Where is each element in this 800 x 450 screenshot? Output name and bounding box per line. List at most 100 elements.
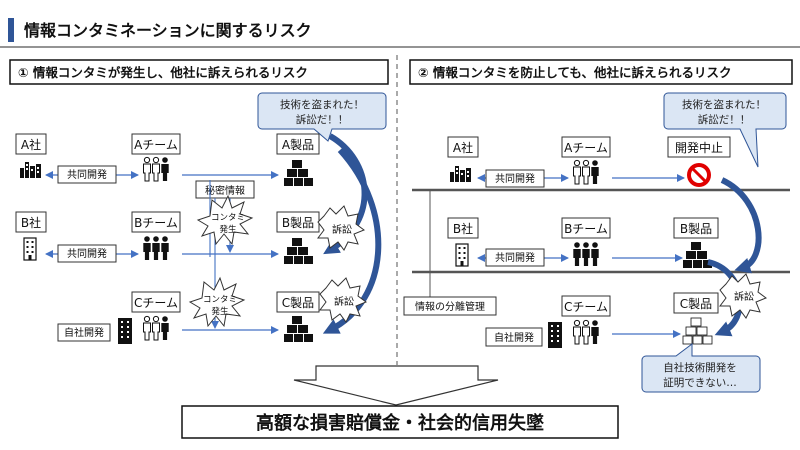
team-b-box xyxy=(131,211,181,233)
lawsuit-arrow xyxy=(720,177,762,274)
building-icon xyxy=(455,243,469,267)
person-icon xyxy=(591,242,599,266)
factory-icon xyxy=(450,166,471,182)
page-title: 情報コンタミネーションに関するリスク xyxy=(24,21,312,40)
left-panel-header-box xyxy=(9,59,389,85)
company-b-label: B社 xyxy=(21,215,41,230)
left-panel-header: ① 情報コンタミが発生し、他社に訴えられるリスク xyxy=(18,65,308,80)
secret-info-label: 秘密情報 xyxy=(205,184,245,197)
relation-c-box xyxy=(57,323,111,342)
product-c-label: C製品 xyxy=(680,297,712,311)
product-b-box xyxy=(673,217,719,239)
person-icon xyxy=(161,236,169,260)
bottom-callout-line2: 証明できない… xyxy=(663,376,737,389)
company-a-box xyxy=(15,133,47,155)
left-panel: ① 情報コンタミが発生し、他社に訴えられるリスク 技術を盗まれた！ 訴訟だ！！ … xyxy=(9,59,389,344)
factory-icon xyxy=(20,162,41,178)
relation-b-label: 共同開発 xyxy=(67,247,107,260)
lawsuit-label: 訴訟 xyxy=(334,295,354,308)
company-b-box xyxy=(15,211,47,233)
person-icon xyxy=(152,236,160,260)
lawsuit-arrow xyxy=(322,147,382,334)
company-b-box xyxy=(447,217,479,239)
company-a-label: A社 xyxy=(453,140,473,155)
building-icon xyxy=(23,237,37,261)
company-b-label: B社 xyxy=(453,221,473,236)
burst-line1: コンタミ xyxy=(211,213,245,223)
result-box xyxy=(181,405,619,439)
person-outline-icon xyxy=(582,159,590,185)
team-c-label: Cチーム xyxy=(564,300,608,314)
team-c-label: Cチーム xyxy=(134,296,178,310)
stop-icon xyxy=(687,163,711,187)
relation-c-box xyxy=(485,327,543,347)
lawsuit-label: 訴訟 xyxy=(332,223,352,236)
relation-a-box xyxy=(57,165,117,184)
result-label: 高額な損害賠償金・社会的信用失墜 xyxy=(256,412,545,434)
product-b-label: B製品 xyxy=(282,216,314,230)
person-icon xyxy=(161,316,169,340)
burst-line1: コンタミ xyxy=(203,295,237,305)
person-icon xyxy=(591,320,599,344)
person-icon xyxy=(143,236,151,260)
bottom-callout-bubble xyxy=(641,343,761,393)
relation-a-label: 共同開発 xyxy=(67,168,107,181)
burst-line2: 発生 xyxy=(219,224,237,235)
right-panel: ② 情報コンタミを防止しても、他社に訴えられるリスク 技術を盗まれた！ 訴訟だ！… xyxy=(403,59,793,393)
team-a-box xyxy=(131,133,181,155)
team-b-label: Bチーム xyxy=(564,222,608,236)
product-c-label: C製品 xyxy=(282,296,314,310)
relation-c-label: 自社開発 xyxy=(64,326,104,339)
product-b-label: B製品 xyxy=(680,222,712,236)
burst-line2: 発生 xyxy=(211,306,229,317)
relation-b-box xyxy=(57,244,117,263)
bottom-callout-line1: 自社技術開発を xyxy=(663,361,737,374)
relation-a-box xyxy=(485,169,545,188)
person-outline-icon xyxy=(582,319,590,345)
contamination-burst xyxy=(188,276,246,328)
company-a-box xyxy=(447,136,479,158)
separation-box xyxy=(403,296,497,316)
lawsuit-label: 訴訟 xyxy=(734,290,754,303)
left-callout-line2: 訴訟だ！！ xyxy=(296,113,349,126)
relation-b-box xyxy=(485,248,545,267)
product-a-box xyxy=(667,136,731,158)
right-panel-header-box xyxy=(409,59,793,85)
separation-label: 情報の分離管理 xyxy=(415,300,485,313)
person-outline-icon xyxy=(573,319,581,345)
product-boxes-icon xyxy=(284,160,313,186)
team-b-label: Bチーム xyxy=(134,216,178,230)
company-building-icon xyxy=(548,322,562,348)
contamination-burst xyxy=(196,194,254,246)
person-outline-icon xyxy=(143,315,151,341)
title-accent-bar xyxy=(8,18,14,42)
product-c-box xyxy=(276,291,320,313)
person-outline-icon xyxy=(152,156,160,182)
product-boxes-icon xyxy=(284,238,313,264)
team-b-box xyxy=(561,217,611,239)
person-icon xyxy=(573,242,581,266)
person-icon xyxy=(591,160,599,184)
company-building-icon xyxy=(118,318,132,344)
team-c-box xyxy=(131,291,181,313)
product-boxes-outline-icon xyxy=(682,317,713,345)
person-icon xyxy=(582,242,590,266)
right-callout-line1: 技術を盗まれた！ xyxy=(682,98,766,111)
lawsuit-burst xyxy=(719,273,768,319)
team-c-box xyxy=(561,295,611,317)
person-outline-icon xyxy=(143,156,151,182)
left-callout-bubble xyxy=(257,92,387,142)
right-callout-bubble xyxy=(663,92,787,168)
product-boxes-icon xyxy=(284,316,313,342)
product-a-box xyxy=(276,133,320,155)
left-callout-line1: 技術を盗まれた！ xyxy=(280,98,364,111)
lawsuit-burst xyxy=(319,277,368,323)
team-a-box xyxy=(561,136,611,158)
team-a-label: Aチーム xyxy=(564,141,608,155)
company-a-label: A社 xyxy=(21,137,41,152)
product-a-label: A製品 xyxy=(282,138,314,152)
lawsuit-burst xyxy=(317,205,366,251)
person-outline-icon xyxy=(573,159,581,185)
relation-a-label: 共同開発 xyxy=(495,172,535,185)
